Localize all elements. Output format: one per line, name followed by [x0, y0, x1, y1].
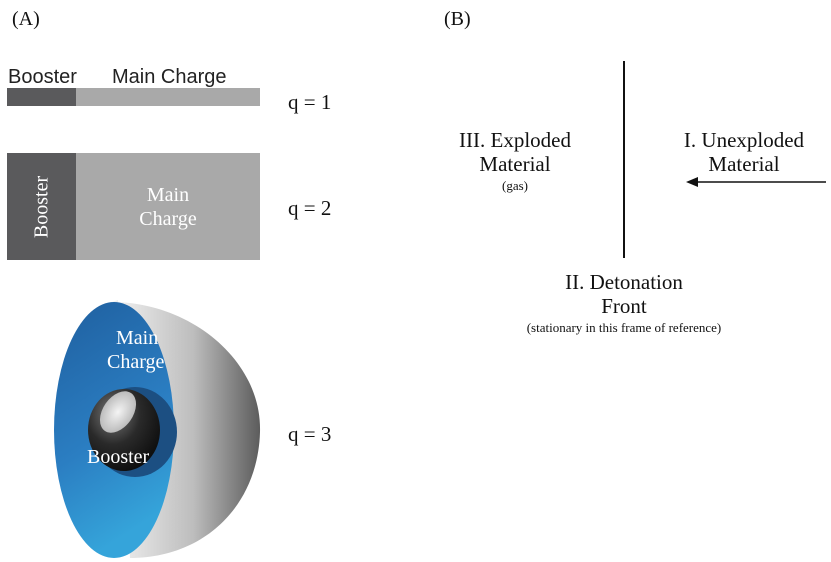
slab-main-label-line2: Charge [139, 208, 197, 230]
rod-booster-label: Booster [8, 66, 77, 88]
rod-main-charge-label: Main Charge [112, 66, 227, 88]
exploded-label-line2: Material [479, 152, 551, 176]
q3-label: q = 3 [288, 422, 332, 446]
exploded-label-line1: III. Exploded [459, 128, 571, 152]
sphere-booster-label: Booster [87, 446, 150, 468]
exploded-note: (gas) [502, 178, 528, 193]
sphere-main-label-line1: Main [116, 327, 159, 349]
front-label-line1: II. Detonation [565, 270, 683, 294]
slab-main-charge-block: Main Charge [76, 153, 260, 260]
slab-booster-block: Booster [7, 153, 76, 260]
panel-label-a: (A) [12, 8, 40, 30]
unexploded-label-line1: I. Unexploded [683, 128, 805, 152]
rod-booster-segment [7, 88, 76, 106]
detonation-front-line [623, 61, 625, 258]
rod-main-charge-segment [76, 88, 260, 106]
front-note: (stationary in this frame of reference) [526, 320, 722, 335]
front-label-line2: Front [601, 294, 647, 318]
sphere-booster-highlight [99, 391, 137, 433]
unexploded-label-line2: Material [708, 152, 780, 176]
q2-label: q = 2 [288, 196, 332, 220]
slab-main-label-line1: Main [146, 184, 190, 206]
panel-label-b: (B) [444, 8, 471, 30]
sphere-main-label-line2: Charge [107, 351, 165, 373]
q1-label: q = 1 [288, 90, 332, 114]
